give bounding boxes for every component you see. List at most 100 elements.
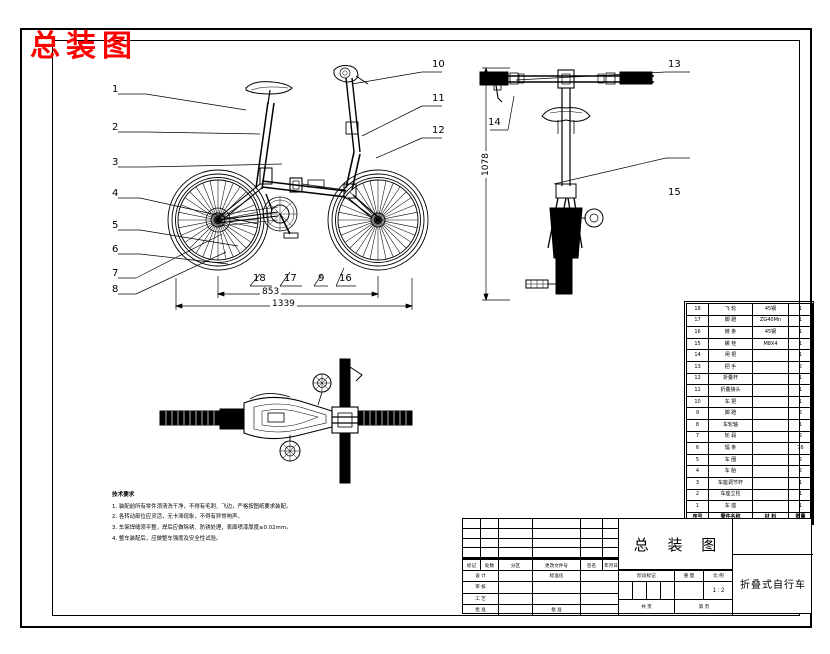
bom-cell-material [752, 407, 789, 420]
weight-label: 重 量 [675, 570, 704, 581]
bom-cell-no: 9 [686, 407, 709, 420]
sig-role-review: 审 核 [463, 581, 499, 593]
balloon-18: 18 [253, 273, 266, 284]
sig-name-process [499, 592, 533, 604]
bom-cell-material [752, 418, 789, 432]
revision-matrix [463, 519, 619, 559]
product-name: 折叠式自行车 [740, 580, 806, 591]
sig-role-approve: 批 准 [463, 603, 499, 615]
dimension-1339: 1339 [270, 299, 297, 309]
revision-cell [581, 528, 603, 539]
technical-requirements-notes: 技术要求 1. 装配前所有零件须清洗干净，不得有毛刺、飞边，严格按图纸要求装配。… [112, 490, 327, 544]
balloon-7: 7 [112, 268, 119, 279]
bom-cell-no: 18 [686, 303, 709, 316]
bom-cell-qty: 1 [788, 476, 813, 490]
leader-lines-right [351, 71, 442, 159]
bom-cell-material [752, 488, 789, 502]
bom-cell-name: 闸 把 [708, 349, 753, 362]
balloon-4: 4 [112, 188, 119, 199]
view-top-plan [150, 355, 420, 490]
note-item: 3. 车架焊缝须平整，焊后应做除锈、防锈处理，表面喷漆厚度≥0.02mm。 [112, 524, 292, 531]
bom-cell-name: 轮 毂 [708, 430, 753, 444]
balloon-5: 5 [112, 220, 119, 231]
balloon-16: 16 [339, 273, 352, 284]
bom-cell-material [752, 442, 789, 455]
revision-cell [533, 538, 581, 549]
revision-cell [481, 538, 499, 549]
bom-cell-qty: 2 [788, 430, 813, 444]
bom-cell-no: 8 [686, 418, 709, 432]
sig-val-review [581, 581, 619, 592]
sig-val-process [581, 592, 619, 604]
revision-cell [603, 548, 619, 558]
red-title-stamp: 总装图 [30, 29, 138, 64]
revision-cell [533, 519, 581, 529]
sig-val-approve [581, 603, 619, 615]
sig-mid-approve: 批 准 [533, 603, 581, 615]
stage-cell-1 [619, 581, 633, 599]
bom-cell-name: 车 圈 [708, 453, 753, 467]
bom-cell-qty: 1 [788, 384, 813, 397]
bom-cell-qty: 1 [788, 314, 813, 328]
sig-name-review [499, 581, 533, 593]
bom-cell-no: 15 [686, 337, 709, 351]
bom-cell-material [752, 395, 789, 409]
sheet-number-label: 第 页 [675, 599, 733, 614]
bom-cell-qty: 2 [788, 407, 813, 420]
note-item: 4. 整车装配后，应做整车强度及安全性试验。 [112, 535, 222, 542]
balloon-10: 10 [432, 59, 445, 70]
revision-cell [499, 548, 533, 558]
balloon-14: 14 [488, 117, 501, 128]
bom-cell-name: 脚 蹬 [708, 314, 753, 328]
stage-label: 阶段标记 [619, 570, 675, 581]
bom-cell-material: 45钢 [752, 326, 789, 339]
revision-cell [481, 528, 499, 539]
stage-weight-scale: 阶段标记 重 量 比 例 1 : 2 共 页 第 页 [619, 570, 733, 614]
balloon-15: 15 [668, 187, 681, 198]
balloon-13: 13 [668, 59, 681, 70]
notes-list: 1. 装配前所有零件须清洗干净，不得有毛刺、飞边，严格按图纸要求装配。 2. 各… [112, 502, 327, 544]
bom-cell-name: 辐 条 [708, 442, 753, 455]
bom-cell-name: 车座立柱 [708, 488, 753, 502]
dimension-lines-front [482, 66, 510, 302]
view-front-elevation [470, 58, 670, 308]
note-item: 1. 装配前所有零件须清洗干净，不得有毛刺、飞边，严格按图纸要求装配。 [112, 503, 292, 510]
bom-cell-name: 把 手 [708, 360, 753, 374]
bom-cell-qty: 1 [788, 372, 813, 386]
revision-cell [463, 538, 481, 549]
bom-cell-no: 12 [686, 372, 709, 386]
bom-cell-qty: 1 [788, 418, 813, 432]
bom-cell-qty: 1 [788, 337, 813, 351]
leader-lines-bottom [249, 267, 356, 287]
dimension-853: 853 [260, 287, 282, 297]
bom-cell-name: 车 胎 [708, 465, 753, 478]
bom-cell-no: 16 [686, 326, 709, 339]
balloon-9: 9 [318, 273, 325, 284]
bom-cell-no: 7 [686, 430, 709, 444]
bom-cell-qty: 1 [788, 395, 813, 409]
bom-cell-material [752, 476, 789, 490]
leader-lines-left [118, 93, 283, 295]
bom-cell-qty: 1 [788, 349, 813, 362]
bom-cell-qty: 1 [788, 303, 813, 316]
bom-cell-name: 螺 栓 [708, 337, 753, 351]
signature-rows: 设 计 标准化 审 核 工 艺 批 准 批 准 [463, 570, 619, 615]
bom-cell-no: 14 [686, 349, 709, 362]
sig-header-mark: 标记 [463, 559, 481, 570]
bom-cell-no: 17 [686, 314, 709, 328]
sig-mid-process [533, 592, 581, 604]
revision-cell [581, 538, 603, 549]
bom-cell-qty: 2 [788, 453, 813, 467]
revision-cell [481, 519, 499, 529]
